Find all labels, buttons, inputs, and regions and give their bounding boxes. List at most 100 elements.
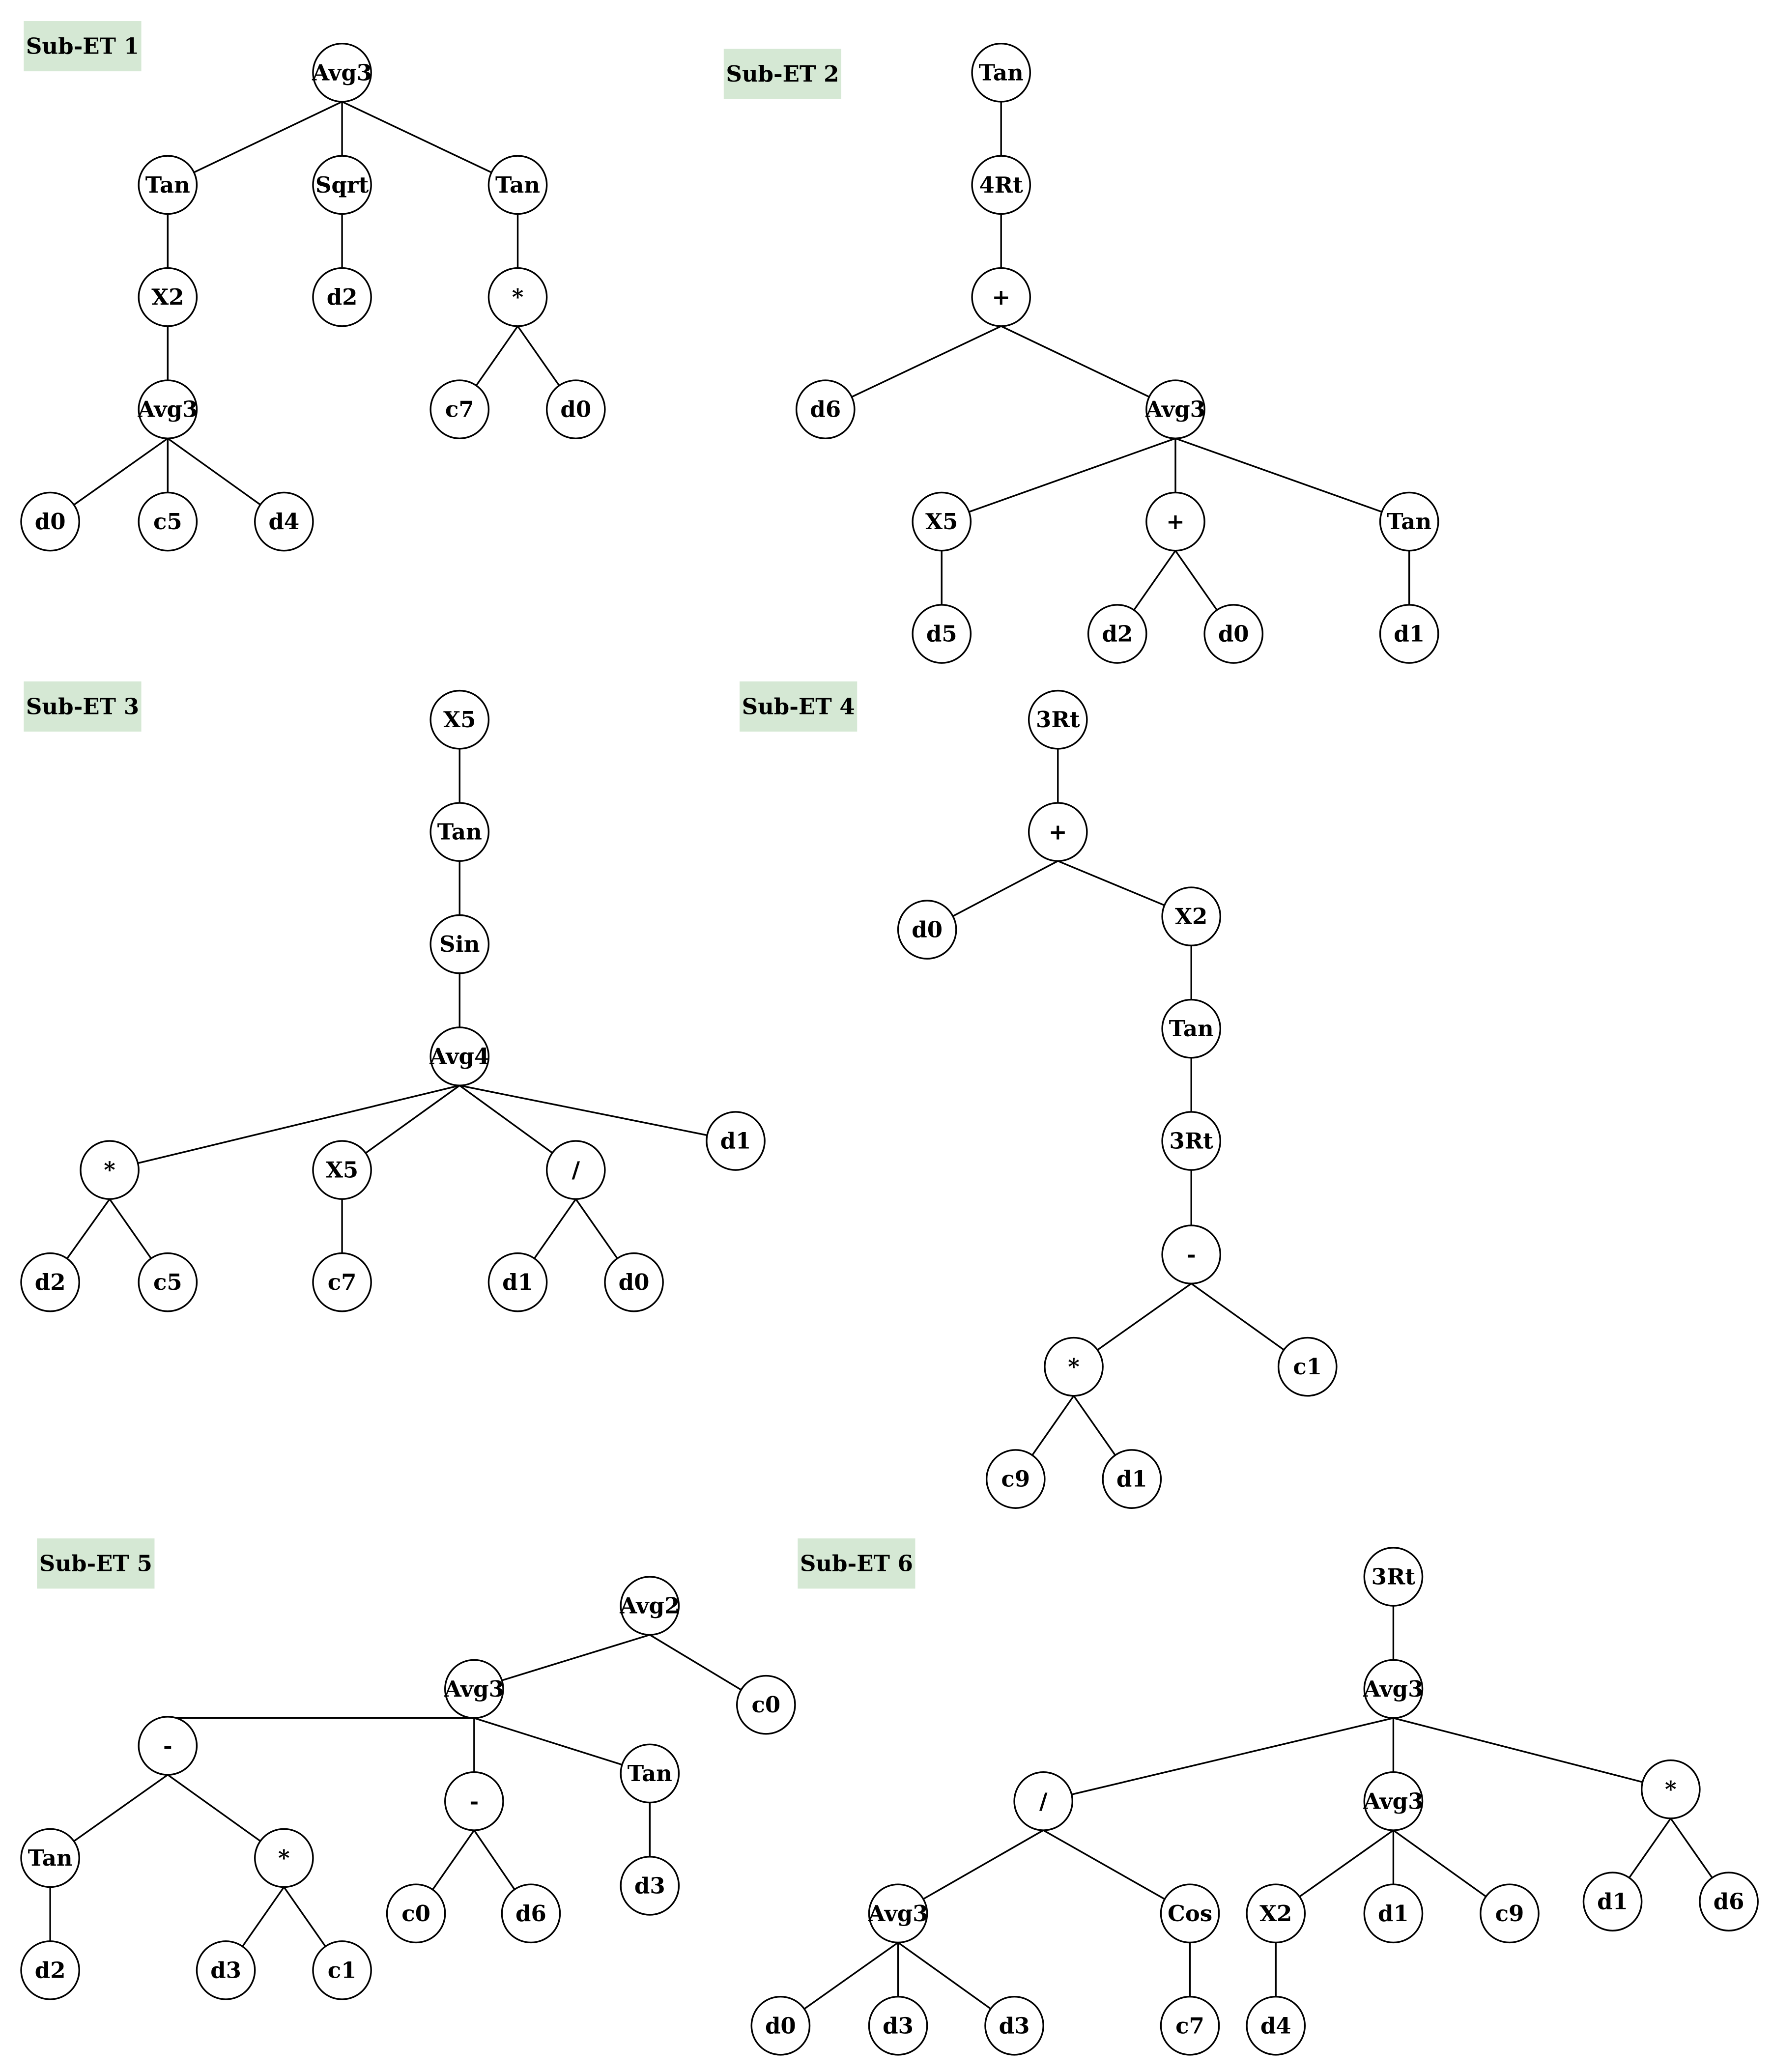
- tree-1-node: d0: [545, 379, 606, 439]
- node-label: Tan: [1169, 1016, 1214, 1042]
- tree-6-node: d6: [1699, 1872, 1759, 1931]
- tree-3-node: d2: [20, 1252, 80, 1312]
- node-circle: [1246, 1995, 1306, 2056]
- node-circle: [1582, 1872, 1643, 1931]
- node-label: c1: [328, 1957, 357, 1983]
- node-circle: [312, 1940, 372, 2000]
- tree-tag-box: [24, 21, 142, 72]
- node-circle: [254, 1828, 314, 1888]
- tree-6-node: 3Rt: [1363, 1547, 1424, 1607]
- node-circle: [444, 1771, 504, 1831]
- node-label: X2: [151, 284, 184, 310]
- tree-3-node: Tan: [429, 802, 490, 862]
- tree-2-node: 4Rt: [971, 155, 1031, 215]
- node-label: Tan: [628, 1760, 672, 1787]
- tree-6-node: d0: [750, 1995, 811, 2056]
- node-label: d3: [210, 1957, 241, 1983]
- node-label: c0: [401, 1901, 430, 1927]
- tree-3-node: Avg4: [429, 1026, 490, 1086]
- tree-3-node: X5: [312, 1140, 372, 1200]
- node-circle: [20, 1828, 80, 1888]
- node-circle: [1699, 1872, 1759, 1931]
- node-label: d1: [1597, 1889, 1628, 1915]
- tree-5-node: d3: [196, 1940, 256, 2000]
- edge-t2-6-10: [1174, 550, 1218, 611]
- node-label: -: [1187, 1242, 1196, 1268]
- tree-4-node: Tan: [1161, 998, 1222, 1059]
- tree-2-node: d1: [1379, 604, 1439, 664]
- node-label: d1: [1394, 621, 1425, 647]
- node-circle: [1160, 1995, 1220, 2056]
- node-label: Sin: [439, 931, 480, 957]
- tree-3-node: X5: [429, 689, 490, 750]
- tree-tag-box: [798, 1538, 915, 1589]
- tree-tag-1: Sub-ET 1: [24, 21, 142, 72]
- node-circle: [1363, 1547, 1424, 1607]
- node-label: d0: [912, 917, 943, 943]
- node-label: X2: [1175, 904, 1207, 930]
- node-circle: [971, 42, 1031, 103]
- edge-t5-7-13: [283, 1886, 326, 1947]
- tree-6-node: Avg3: [1363, 1659, 1423, 1719]
- edge-t1-7-12: [167, 437, 261, 506]
- node-circle: [750, 1995, 811, 2056]
- node-circle: [1028, 689, 1088, 750]
- node-circle: [912, 491, 972, 552]
- node-circle: [487, 1252, 548, 1312]
- node-label: *: [278, 1845, 290, 1871]
- node-label: X5: [443, 707, 476, 733]
- tree-5-node: Avg3: [444, 1659, 504, 1719]
- node-label: d3: [999, 2013, 1030, 2039]
- node-circle: [312, 267, 372, 327]
- tree-4-node: c9: [985, 1449, 1046, 1509]
- tree-6-node: /: [1013, 1771, 1074, 1831]
- edge-t2-4-7: [1175, 437, 1382, 513]
- tree-2-node: Tan: [1379, 491, 1439, 552]
- node-label: d6: [1714, 1889, 1744, 1915]
- node-label: c1: [1293, 1354, 1322, 1380]
- node-circle: [1203, 604, 1264, 664]
- edge-t2-2-4: [1001, 325, 1150, 398]
- tree-4-node: +: [1028, 802, 1088, 862]
- tree-6-node: X2: [1246, 1883, 1306, 1944]
- node-label: +: [1049, 819, 1067, 845]
- node-circle: [138, 267, 198, 327]
- tree-1-node: Sqrt: [312, 155, 372, 215]
- edge-t1-6-8: [475, 325, 518, 386]
- edge-t1-7-10: [73, 437, 169, 506]
- tree-tag-label: Sub-ET 5: [39, 1551, 152, 1577]
- node-label: Tan: [437, 819, 482, 845]
- node-label: d2: [35, 1269, 66, 1295]
- node-circle: [501, 1883, 561, 1944]
- edge-t5-0-1: [501, 1634, 650, 1681]
- edge-t3-4-8: [66, 1198, 111, 1259]
- node-circle: [1161, 998, 1222, 1059]
- node-label: d2: [327, 284, 358, 310]
- edge-t5-4-9: [473, 1830, 515, 1890]
- node-label: +: [992, 284, 1010, 310]
- tree-4-node: X2: [1161, 886, 1222, 947]
- edges-layer: [49, 101, 1713, 2010]
- tree-5-node: c1: [312, 1940, 372, 2000]
- tree-6-node: d1: [1582, 1872, 1643, 1931]
- node-circle: [545, 379, 606, 439]
- tree-6-node: *: [1640, 1759, 1701, 1819]
- tree-tag-4: Sub-ET 4: [740, 681, 858, 732]
- tree-5-node: *: [254, 1828, 314, 1888]
- tree-tag-box: [723, 49, 842, 99]
- tree-6-node: d3: [984, 1995, 1044, 2056]
- edge-t4-7-9: [1031, 1395, 1075, 1456]
- node-label: -: [470, 1788, 479, 1814]
- node-circle: [429, 1026, 490, 1086]
- node-label: Avg3: [137, 397, 198, 423]
- node-label: Avg3: [1145, 397, 1205, 423]
- node-label: Cos: [1168, 1901, 1212, 1927]
- node-label: 3Rt: [1036, 707, 1080, 733]
- tree-3-node: Sin: [429, 914, 490, 974]
- node-label: d1: [1116, 1466, 1147, 1492]
- tree-3-node: *: [80, 1140, 140, 1200]
- tree-6-node: c9: [1480, 1883, 1540, 1944]
- tree-4-node: -: [1161, 1224, 1222, 1285]
- node-circle: [138, 1716, 198, 1776]
